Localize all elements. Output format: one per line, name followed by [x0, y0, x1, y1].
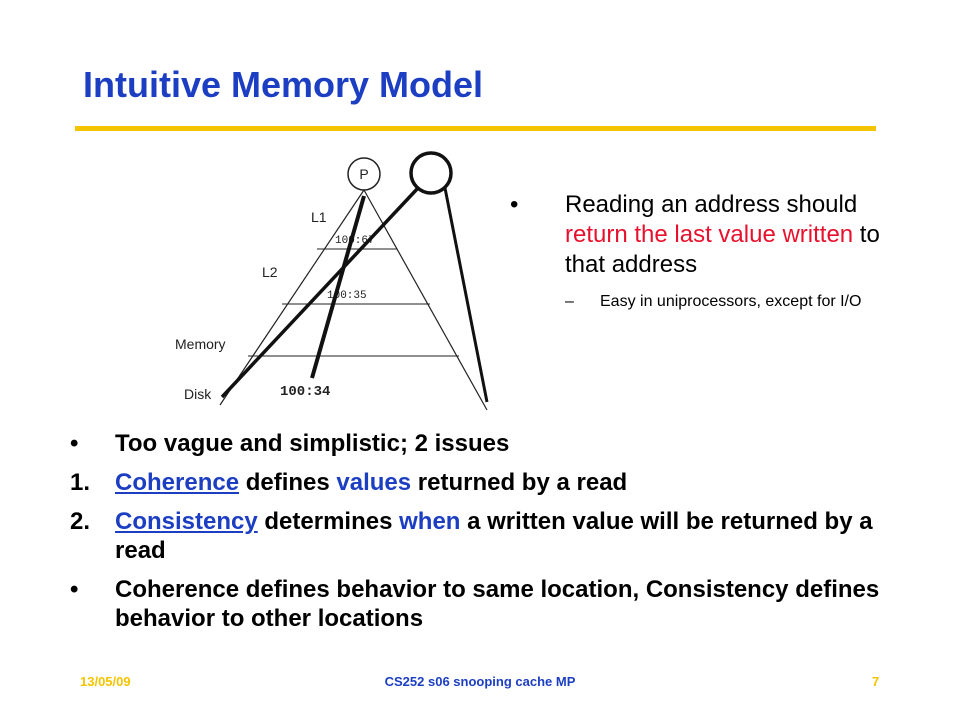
main-bullet-1: • Too vague and simplistic; 2 issues: [65, 429, 905, 458]
bullet-dot: •: [70, 430, 79, 457]
right-bullet: • Reading an address should return the l…: [510, 190, 890, 280]
footer-course: CS252 s06 snooping cache MP: [384, 674, 576, 689]
disk-label: Disk: [184, 386, 212, 402]
l1-label: L1: [311, 209, 327, 225]
processor-to-disk-line: [310, 195, 366, 379]
highlight-text: return the last value written: [565, 221, 854, 248]
slide-title: Intuitive Memory Model: [83, 64, 484, 105]
right-bullet-block: • Reading an address should return the l…: [510, 190, 890, 312]
coherence-term: Coherence: [115, 469, 240, 496]
l2-label: L2: [262, 264, 278, 280]
memory-label: Memory: [175, 336, 226, 352]
bullet-dot: •: [510, 191, 519, 218]
io-to-memory-line: [220, 186, 420, 399]
numbered-item-2: 2. Consistency determines when a written…: [65, 507, 905, 565]
disk-value: 100:34: [280, 384, 330, 400]
io-to-disk-line: [443, 187, 489, 403]
pyramid-left-edge: [219, 189, 365, 406]
sub-dash: –: [565, 293, 574, 310]
bullet-text: Coherence defines behavior to same locat…: [115, 576, 880, 632]
right-sub-bullet: – Easy in uniprocessors, except for I/O: [510, 292, 890, 312]
title-underline: [75, 126, 876, 131]
item-number: 2.: [70, 508, 91, 535]
footer-page-number: 7: [872, 674, 880, 689]
sub-text: Easy in uniprocessors, except for I/O: [600, 293, 862, 310]
item-text: Consistency determines when a written va…: [115, 508, 873, 564]
right-bullet-text: Reading an address should return the las…: [565, 191, 880, 278]
numbered-item-1: 1. Coherence defines values returned by …: [65, 468, 905, 497]
processor-label: P: [359, 166, 368, 182]
main-bullet-2: • Coherence defines behavior to same loc…: [65, 575, 905, 633]
bullet-dot: •: [70, 576, 79, 603]
item-number: 1.: [70, 469, 91, 496]
io-device-circle: [409, 151, 453, 195]
consistency-term: Consistency: [115, 508, 258, 535]
main-bullet-list: • Too vague and simplistic; 2 issues 1. …: [65, 429, 905, 643]
footer-date: 13/05/09: [80, 674, 131, 689]
pyramid-right-edge: [363, 189, 488, 411]
bullet-text: Too vague and simplistic; 2 issues: [115, 430, 510, 457]
item-text: Coherence defines values returned by a r…: [115, 469, 628, 496]
